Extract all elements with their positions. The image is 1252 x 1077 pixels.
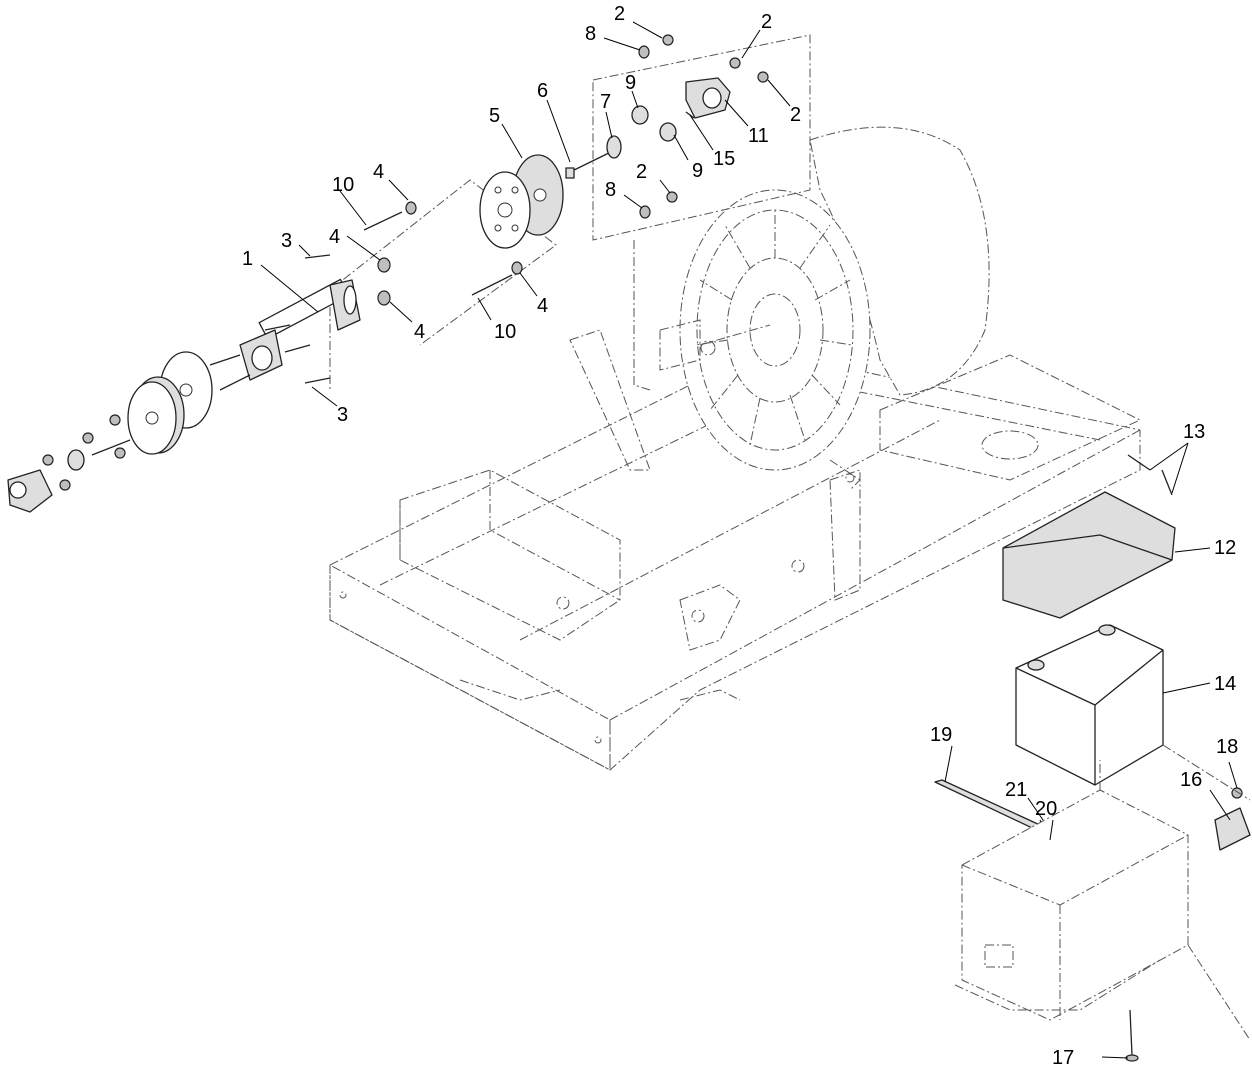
callout-9: 9 bbox=[692, 160, 703, 182]
callout-21: 21 bbox=[1005, 779, 1027, 801]
battery-tray bbox=[954, 744, 1251, 1041]
callout-8: 8 bbox=[605, 179, 616, 201]
leader-lines bbox=[260, 21, 1238, 1059]
callout-2: 2 bbox=[636, 161, 647, 183]
callout-9: 9 bbox=[625, 72, 636, 94]
drive-shaft-assembly bbox=[7, 254, 361, 513]
callout-17: 17 bbox=[1052, 1047, 1074, 1069]
callout-10: 10 bbox=[332, 174, 354, 196]
bolt bbox=[569, 149, 616, 173]
callout-15: 15 bbox=[713, 148, 735, 170]
callout-12: 12 bbox=[1214, 537, 1236, 559]
callout-8: 8 bbox=[585, 23, 596, 45]
engine-and-fan bbox=[659, 126, 990, 491]
callout-19: 19 bbox=[930, 724, 952, 746]
callout-6: 6 bbox=[537, 80, 548, 102]
explosion-guides bbox=[329, 34, 811, 391]
callout-labels: 1 2 2 2 2 3 3 4 4 4 4 5 6 7 8 8 9 9 10 1… bbox=[242, 3, 1238, 1069]
coupler-hardware-group bbox=[363, 34, 769, 306]
callout-3: 3 bbox=[281, 230, 292, 252]
callout-7: 7 bbox=[600, 91, 611, 113]
callout-11: 11 bbox=[748, 125, 769, 147]
callout-13: 13 bbox=[1183, 421, 1205, 443]
callout-10: 10 bbox=[494, 321, 516, 343]
callout-4: 4 bbox=[537, 295, 548, 317]
callout-18: 18 bbox=[1216, 736, 1238, 758]
callout-4: 4 bbox=[414, 321, 425, 343]
callout-4: 4 bbox=[329, 226, 340, 248]
callout-5: 5 bbox=[489, 105, 500, 127]
callout-1: 1 bbox=[242, 248, 253, 270]
callout-16: 16 bbox=[1180, 769, 1202, 791]
callout-4: 4 bbox=[373, 161, 384, 183]
callout-2: 2 bbox=[790, 104, 801, 126]
battery bbox=[1015, 624, 1164, 786]
callout-2: 2 bbox=[614, 3, 625, 25]
callout-20: 20 bbox=[1035, 798, 1057, 820]
callout-14: 14 bbox=[1214, 673, 1236, 695]
callout-2: 2 bbox=[761, 11, 772, 33]
fan-blades bbox=[694, 210, 853, 446]
callout-3: 3 bbox=[337, 404, 348, 426]
